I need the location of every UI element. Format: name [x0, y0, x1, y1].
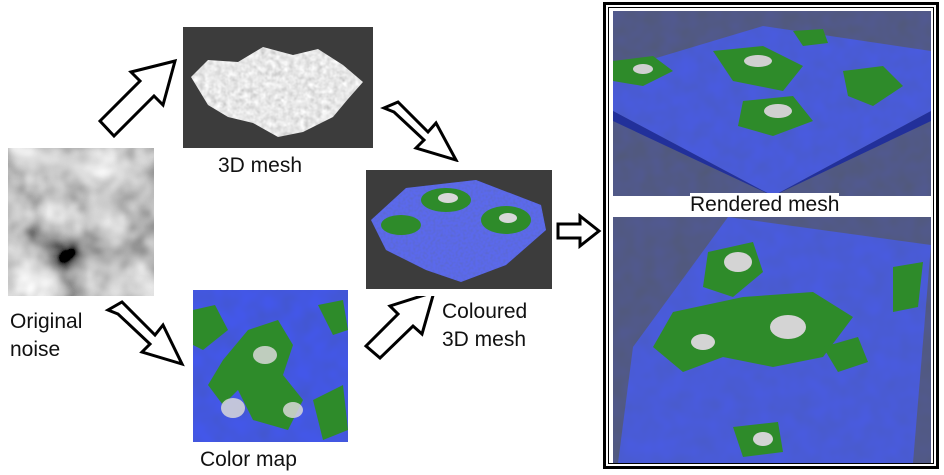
rendered-mesh-frame-inner: [608, 7, 934, 464]
coloured-mesh-image: [366, 170, 552, 289]
arrow-colormap-to-coloured: [363, 296, 435, 360]
mesh-3d-image: [183, 27, 373, 148]
arrow-to-rendered: [556, 213, 602, 249]
color-map-label: Color map: [200, 448, 297, 471]
original-noise-image: [8, 148, 154, 296]
rendered-mesh-top-image: [613, 11, 931, 196]
arrow-noise-to-mesh: [97, 58, 178, 139]
color-map-image: [193, 290, 348, 442]
coloured-mesh-label: Coloured 3D mesh: [442, 300, 528, 351]
rendered-mesh-bottom-image: [613, 217, 931, 463]
mesh-3d-label: 3D mesh: [218, 154, 303, 177]
arrow-noise-to-colormap: [104, 300, 185, 367]
original-noise-label: Original noise: [10, 310, 83, 361]
rendered-mesh-frame: [603, 2, 939, 469]
arrow-mesh-to-coloured: [380, 100, 459, 162]
rendered-mesh-label: Rendered mesh: [690, 193, 840, 217]
